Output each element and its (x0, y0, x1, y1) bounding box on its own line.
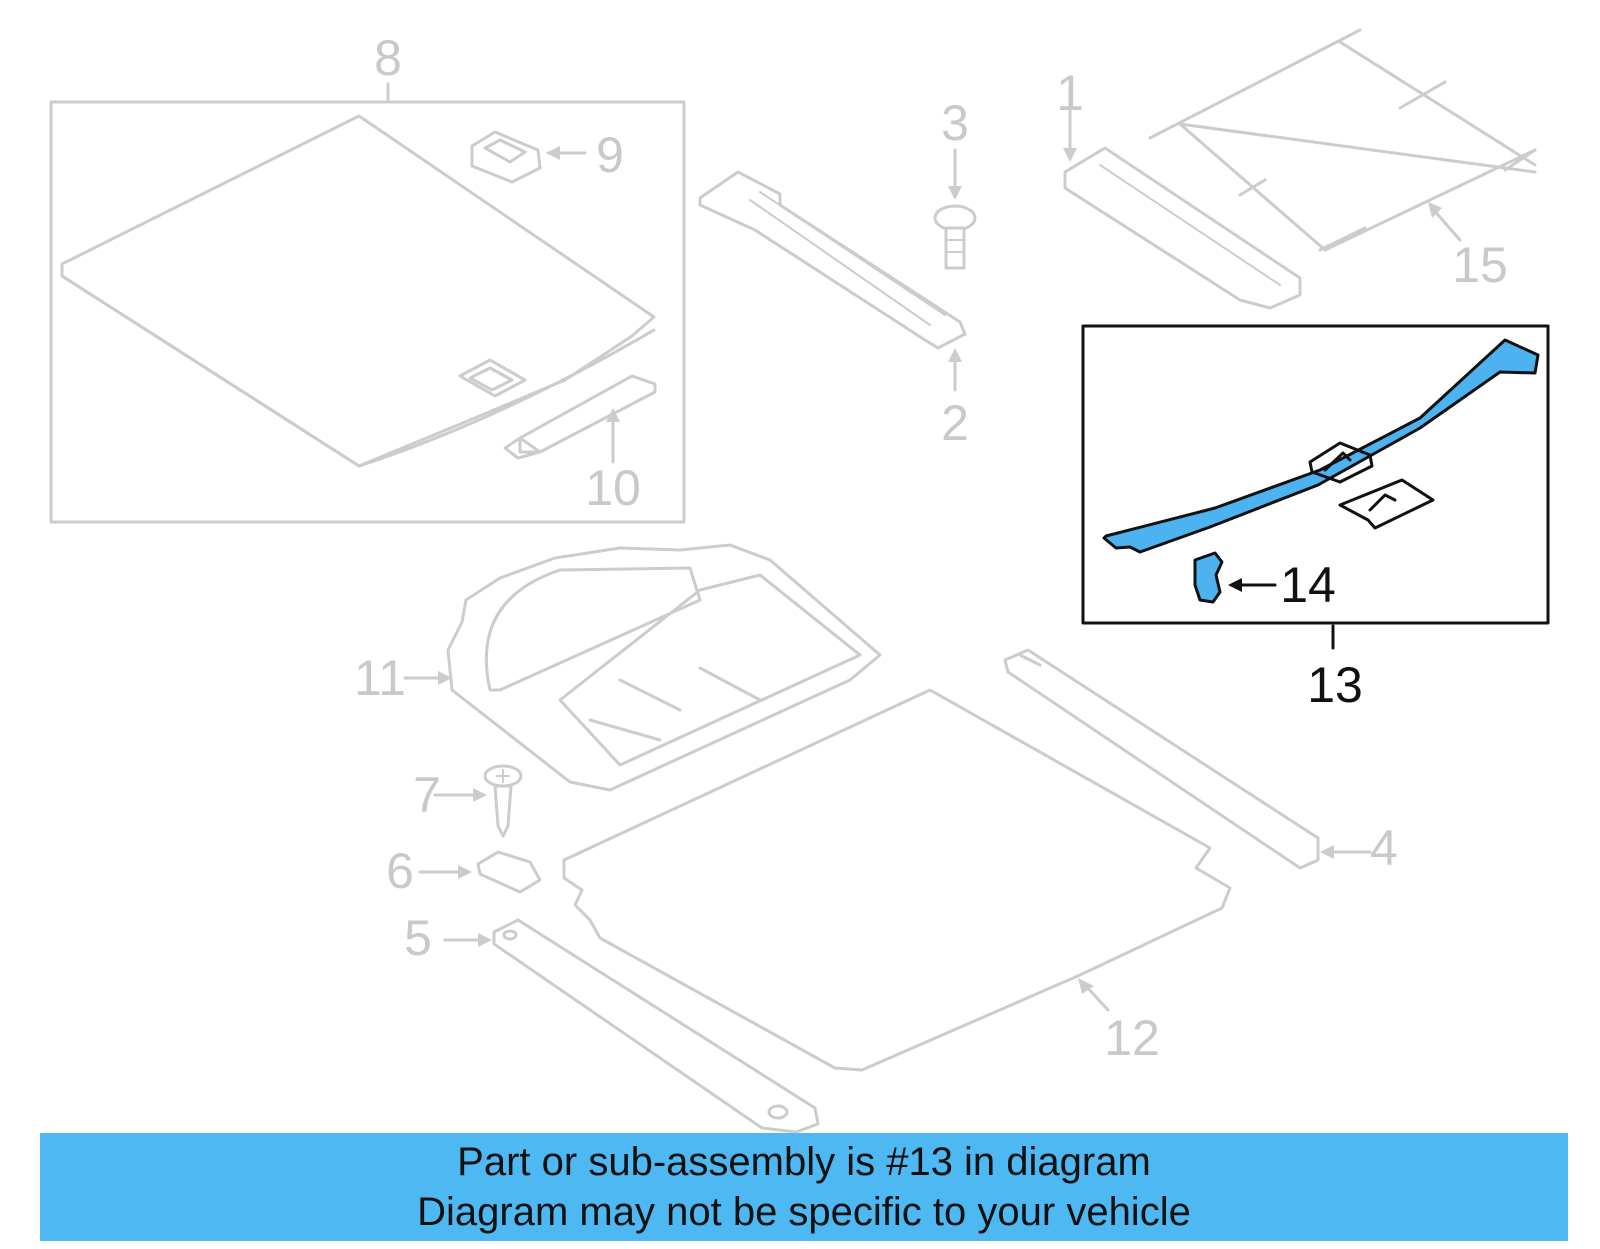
part-5-bar (443, 918, 820, 1134)
part-4-bar-tip (1018, 653, 1042, 667)
part-15-bar-2 (1503, 148, 1537, 172)
part-12-arrowhead (1078, 978, 1094, 994)
part-13-striker-pad-detail (1368, 493, 1397, 512)
callout-7: 7 (413, 767, 441, 823)
part-10-arrowhead (606, 408, 620, 422)
part-5-arrowhead (478, 933, 492, 947)
part-11-tray-well (484, 566, 702, 692)
part-12-floor-panel (562, 688, 1232, 1072)
part-15-bar-3 (1318, 226, 1367, 252)
callout-6: 6 (386, 843, 414, 899)
callout-2: 2 (941, 395, 969, 451)
part-11-tray-floor (558, 573, 862, 767)
callout-11: 11 (354, 650, 406, 706)
part-4-bar (1003, 648, 1372, 870)
part-2-rail-line (749, 199, 931, 326)
part-15-frame-right-a (1178, 122, 1537, 174)
part-1-rail (1063, 88, 1302, 310)
part-2-rail (698, 170, 967, 392)
callout-10: 10 (585, 460, 641, 516)
part-3-bolt-shaft (944, 226, 966, 270)
callout-8: 8 (374, 30, 402, 86)
part-9-arrowhead (546, 146, 560, 160)
part-4-bar-body (1003, 648, 1320, 870)
part-2-arrowhead (948, 348, 962, 362)
part-6-clip-body (476, 850, 542, 894)
part-7-screw-shaft (493, 784, 513, 838)
part-15-arrowhead (1428, 202, 1442, 218)
part-14-clip (1193, 551, 1224, 604)
part-6-arrowhead (458, 865, 472, 879)
callout-15: 15 (1452, 237, 1508, 293)
info-banner: Part or sub-assembly is #13 in diagram D… (40, 1133, 1568, 1241)
callout-13: 13 (1307, 657, 1363, 713)
part-4-arrowhead (1320, 845, 1334, 859)
part-group-13 (1081, 324, 1550, 650)
part-9-clip-inner (483, 138, 527, 164)
callout-3: 3 (941, 95, 969, 151)
cargo-cover-edge (60, 274, 361, 468)
part-9-clip (470, 130, 542, 184)
callout-1: 1 (1056, 65, 1084, 121)
part-15-frame-right (1338, 40, 1537, 167)
part-1-rail-line (1099, 164, 1281, 286)
part-5-bar-body (492, 918, 820, 1134)
group-13-frame (1081, 324, 1550, 625)
cargo-cover-curve (357, 328, 656, 468)
part-11-tray-body (446, 543, 882, 792)
part-7-arrowhead (473, 788, 487, 802)
part-15-bar-4 (1238, 178, 1267, 197)
part-group-8 (49, 82, 686, 524)
part-7-screw (433, 764, 523, 838)
part-1-arrowhead (1063, 148, 1077, 162)
group-8-frame (49, 100, 686, 524)
part-15-frame-bottom (1323, 148, 1537, 252)
callout-14: 14 (1280, 557, 1336, 613)
part-3-bolt (933, 148, 977, 270)
part-14-arrowhead (1228, 578, 1242, 592)
part-6-clip (418, 850, 542, 894)
callout-4: 4 (1370, 820, 1398, 876)
part-13-sill-latch-detail (1323, 451, 1352, 472)
banner-line-disclaimer: Diagram may not be specific to your vehi… (417, 1190, 1191, 1234)
part-3-arrowhead (948, 186, 962, 200)
part-12-floor (562, 688, 1232, 1072)
cargo-cover-handle (458, 358, 527, 398)
part-2-rail-line2 (759, 191, 946, 316)
part-13-sill-latch (1308, 441, 1374, 484)
part-15-frame-top (1148, 28, 1362, 140)
part-13-sill-plate (1102, 338, 1540, 554)
part-11-tray (403, 543, 882, 792)
part-11-tray-ribs (588, 666, 762, 742)
banner-line-part-number: Part or sub-assembly is #13 in diagram (457, 1140, 1151, 1184)
part-5-hole-2 (767, 1104, 789, 1120)
part-15-bar-1 (1398, 80, 1447, 110)
part-5-hole (502, 929, 518, 941)
part-10-strap-tip (503, 436, 542, 460)
part-13-striker-pad (1338, 478, 1435, 530)
part-1-rail-body (1063, 146, 1302, 310)
callout-5: 5 (404, 910, 432, 966)
part-11-arrowhead (438, 671, 452, 685)
part-10-strap (518, 374, 657, 454)
callout-9: 9 (596, 127, 624, 183)
part-3-bolt-head (933, 204, 977, 232)
cargo-cover-handle-inner (468, 366, 514, 392)
part-15-frame (1148, 28, 1537, 252)
callout-12: 12 (1104, 1010, 1160, 1066)
